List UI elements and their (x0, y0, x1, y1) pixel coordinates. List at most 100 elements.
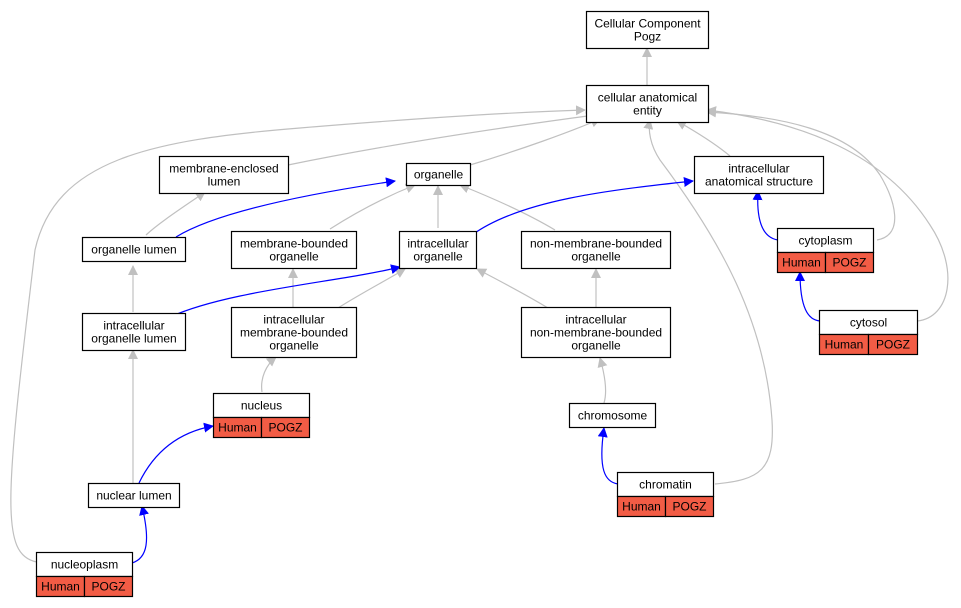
blue-edges (131, 176, 821, 564)
edge-nlumen-nucleus (138, 422, 214, 484)
edge-mel-cae (287, 111, 596, 166)
node-label-line: organelle (571, 250, 621, 264)
annotation-cell (824, 251, 875, 274)
node-label-line: chromatin (639, 478, 692, 492)
node-label-line: Cellular Component (594, 17, 701, 31)
edge-cyto-cae (706, 107, 896, 241)
node-box (693, 155, 825, 195)
edge-nplasm-cae (10, 105, 586, 563)
node-orgl[interactable]: organelle lumen (81, 236, 187, 263)
annotation-gene: POGZ (672, 500, 706, 514)
edge-chrom-inmbo (597, 357, 608, 404)
node-box (230, 230, 358, 270)
node-label-line: organelle (571, 339, 621, 353)
node-label-line: organelle (413, 250, 463, 264)
edge-chromatin-chrom (597, 427, 619, 485)
annotation-species: Human (218, 421, 257, 435)
node-box (35, 551, 134, 578)
node-chrom[interactable]: chromosome (568, 402, 657, 429)
node-nlumen[interactable]: nuclear lumen (87, 482, 181, 509)
node-box (81, 312, 187, 352)
node-label-line: organelle lumen (91, 332, 176, 346)
node-label-line: membrane-bounded (240, 237, 348, 251)
annotation-cell (664, 495, 715, 518)
node-org[interactable]: organelle (405, 162, 472, 187)
node-label-line: cellular anatomical (598, 91, 697, 105)
node-label-line: cytosol (850, 316, 887, 330)
node-label-line: cytoplasm (798, 234, 852, 248)
node-box (398, 230, 478, 270)
node-box (230, 306, 358, 359)
edge-nplasm-nlumen (131, 505, 149, 564)
edge-org-cae (469, 117, 601, 166)
node-label-line: chromosome (578, 409, 648, 423)
edge-iol-io (169, 264, 401, 318)
node-label-line: organelle (269, 339, 319, 353)
node-box (585, 10, 710, 50)
gray-edges (10, 47, 949, 563)
annotation-gene: POGZ (876, 338, 910, 352)
annotation-gene: POGZ (91, 580, 125, 594)
edge-cytosol-cyto (795, 271, 821, 322)
node-box (520, 230, 672, 270)
edge-orgl-org (175, 177, 396, 238)
node-label-line: intracellular (103, 319, 164, 333)
node-box (87, 482, 181, 509)
node-box (520, 306, 672, 359)
node-label-line: nucleus (241, 399, 282, 413)
annotation-species: Human (41, 580, 80, 594)
node-box (405, 162, 472, 187)
node-label-line: entity (633, 104, 662, 118)
node-label-line: anatomical structure (705, 175, 813, 189)
annotation-species: Human (825, 338, 864, 352)
annotation-gene: POGZ (268, 421, 302, 435)
node-box (585, 84, 710, 124)
edge-nmbo-org (459, 183, 556, 231)
node-label-line: intracellular (407, 237, 468, 251)
node-box (158, 155, 290, 195)
node-label-line: organelle (414, 168, 464, 182)
edge-nucleus-imbo (261, 356, 277, 393)
edge-cyto-ias (752, 190, 779, 241)
edge-io-ias (471, 176, 694, 236)
node-box (568, 402, 657, 429)
node-box (776, 227, 875, 254)
edge-imbo-io (337, 268, 406, 309)
node-label-line: non-membrane-bounded (530, 237, 662, 251)
edge-cytosol-cae (706, 106, 949, 322)
annotation-species: Human (782, 256, 821, 270)
edge-inmbo-io (476, 268, 549, 309)
node-label-line: organelle (269, 250, 319, 264)
annotation-cell (83, 575, 134, 598)
annotation-gene: POGZ (832, 256, 866, 270)
node-inmbo[interactable]: intracellularnon-membrane-boundedorganel… (520, 306, 672, 359)
node-label-line: nucleoplasm (51, 558, 118, 572)
node-label-line: intracellular (565, 313, 626, 327)
node-label-line: organelle lumen (91, 243, 176, 257)
annotation-species: Human (622, 500, 661, 514)
node-label-line: lumen (208, 175, 241, 189)
annotation-cell (260, 416, 311, 439)
node-label-line: non-membrane-bounded (530, 326, 662, 340)
edge-ias-cae (676, 120, 731, 157)
node-label-line: membrane-enclosed (169, 162, 278, 176)
edge-chromatin-cae (643, 119, 773, 485)
node-label-line: intracellular (728, 162, 789, 176)
node-box (81, 236, 187, 263)
edge-orgl-mel (145, 191, 206, 236)
